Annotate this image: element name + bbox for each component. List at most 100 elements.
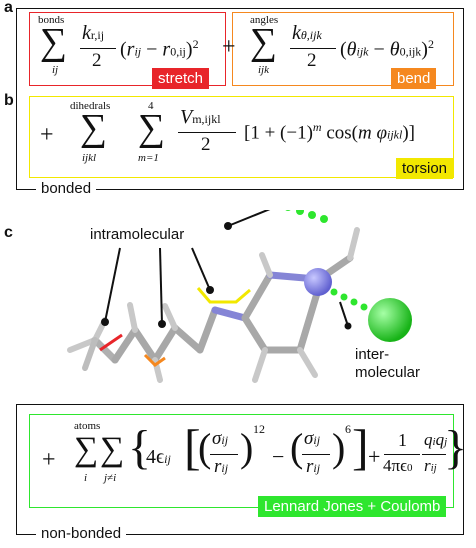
- nb-frac6-bar: [302, 454, 330, 455]
- annotation-pointers: [104, 210, 349, 327]
- torsion-m: m: [312, 120, 322, 134]
- nb-square-open: [: [184, 419, 201, 475]
- nb-paren12-close: ): [240, 425, 254, 470]
- nb-qi-sub: i: [432, 436, 436, 448]
- stretch-k: kr,ij: [82, 22, 104, 45]
- non-bonded-frame: [16, 404, 464, 535]
- nb-sum2-symbol: ∑: [100, 431, 125, 468]
- stretch-box: [29, 12, 226, 86]
- torsion-fraction-bar: [178, 132, 236, 133]
- nb-sum2-sub: j≠i: [104, 472, 117, 484]
- bend-theta: θ: [346, 38, 357, 61]
- molecule-illustration: [67, 210, 412, 383]
- torsion-bracket: [1 + (−1): [244, 122, 313, 144]
- nb-sigma6-sub: ij: [313, 433, 321, 447]
- bend-box: [232, 12, 454, 86]
- coulomb-interaction-dots: [285, 210, 368, 311]
- nb-four-pi-eps-text: 4πϵ: [383, 456, 407, 475]
- torsion-sum2-sub: m=1: [138, 152, 159, 164]
- intermolecular-label-line1: inter-: [355, 346, 390, 363]
- nonbonded-tag: Lennard Jones + Coulomb: [258, 496, 447, 517]
- bend-k-sub: θ,ijk: [300, 28, 322, 42]
- nb-coul-bar1: [384, 454, 420, 455]
- nb-paren6-open: (: [290, 425, 304, 470]
- nb-sigma6: σij: [304, 428, 320, 450]
- torsion-tag: torsion: [396, 158, 454, 179]
- stretch-pow: 2: [192, 37, 199, 51]
- nb-r6-sub: ij: [313, 461, 321, 475]
- nb-pow6: 6: [345, 422, 351, 436]
- stretch-den: 2: [92, 50, 102, 71]
- nb-r12-sub: ij: [221, 461, 229, 475]
- stretch-fraction-bar: [80, 48, 116, 49]
- stretch-r: r: [126, 38, 135, 61]
- plus-b: +: [40, 122, 54, 148]
- nb-four-eps: 4ϵij: [146, 446, 171, 469]
- nonbonded-box: [29, 414, 454, 508]
- nb-qj: q: [435, 430, 445, 449]
- bend-sum-top: angles: [250, 14, 279, 26]
- stretch-sum-top: bonds: [38, 14, 65, 26]
- nb-sigma12: σij: [212, 428, 228, 450]
- bend-minus: −: [373, 38, 385, 61]
- torsion-sum-sub: ijkl: [82, 152, 97, 164]
- stretch-body: (rij − r0,ij)2: [120, 37, 199, 61]
- nb-sum1-symbol: ∑: [74, 431, 99, 468]
- bend-k: kθ,ijk: [292, 22, 322, 45]
- nb-r6: rij: [306, 456, 320, 478]
- torsion-sum2-top: 4: [148, 100, 154, 112]
- nb-four-pi-eps: 4πϵ0: [383, 456, 412, 476]
- bend-theta0: θ: [389, 38, 400, 61]
- bend-sum-symbol: ∑: [250, 21, 278, 63]
- nb-frac12-bar: [210, 454, 238, 455]
- bend-fraction-bar: [290, 48, 336, 49]
- nb-coul-r-sub: ij: [430, 462, 437, 474]
- bend-k-letter: k: [292, 22, 301, 44]
- nb-r6-letter: r: [306, 456, 314, 477]
- torsion-V-letter: V: [180, 106, 193, 128]
- stretch-k-sub: r,ij: [90, 28, 105, 42]
- nb-paren6-close: ): [332, 425, 346, 470]
- bend-body: (θijk − θ0,ijk)2: [340, 37, 434, 61]
- torsion-sum-top: dihedrals: [70, 100, 111, 112]
- bend-theta0-sub: 0,ijk: [399, 44, 422, 59]
- stretch-highlight: [99, 333, 123, 352]
- stretch-tag: stretch: [152, 68, 210, 89]
- intramolecular-label: intramolecular: [90, 226, 185, 243]
- nb-sigma12-letter: σ: [212, 428, 222, 449]
- chloride-ion: [368, 298, 412, 342]
- torsion-close: )]: [402, 122, 415, 144]
- bend-sum-sub: ijk: [258, 64, 269, 76]
- nb-coul-r: rij: [424, 456, 437, 476]
- torsion-V-sub: m,ijkl: [192, 112, 221, 126]
- nitrogen-atom: [304, 268, 332, 296]
- nb-plus2: +: [368, 444, 381, 469]
- torsion-cos: cos(: [321, 122, 358, 144]
- plus-a: +: [222, 34, 236, 60]
- nb-sigma12-sub: ij: [221, 433, 229, 447]
- bend-tag: bend: [391, 68, 437, 89]
- torsion-V: Vm,ijkl: [180, 106, 221, 129]
- bend-den: 2: [307, 50, 317, 71]
- torsion-phi: m φ: [358, 122, 387, 144]
- stretch-minus: −: [146, 38, 158, 61]
- molecule-bonds: [67, 227, 360, 383]
- nb-eps-sub: ij: [164, 452, 171, 466]
- nb-pow12: 12: [253, 422, 265, 436]
- bend-theta-sub: ijk: [356, 44, 369, 59]
- nb-qq: qiqj: [424, 430, 447, 450]
- nb-coul-bar2: [422, 454, 446, 455]
- nb-brace-close: }: [444, 421, 468, 474]
- nb-square-close: ]: [352, 419, 369, 475]
- stretch-r0: r: [162, 38, 171, 61]
- stretch-sum-symbol: ∑: [40, 21, 68, 63]
- nb-minus: −: [272, 444, 285, 469]
- torsion-phi-sub: ijkl: [386, 127, 403, 142]
- stretch-k-letter: k: [82, 22, 91, 44]
- stretch-sum-sub: ij: [52, 64, 59, 76]
- stretch-r-sub: ij: [134, 44, 142, 59]
- nb-sum1-sub: i: [84, 472, 88, 484]
- bonded-frame: [16, 8, 464, 190]
- intermolecular-label-line2: molecular: [355, 364, 421, 381]
- torsion-sum2-symbol: ∑: [138, 107, 166, 149]
